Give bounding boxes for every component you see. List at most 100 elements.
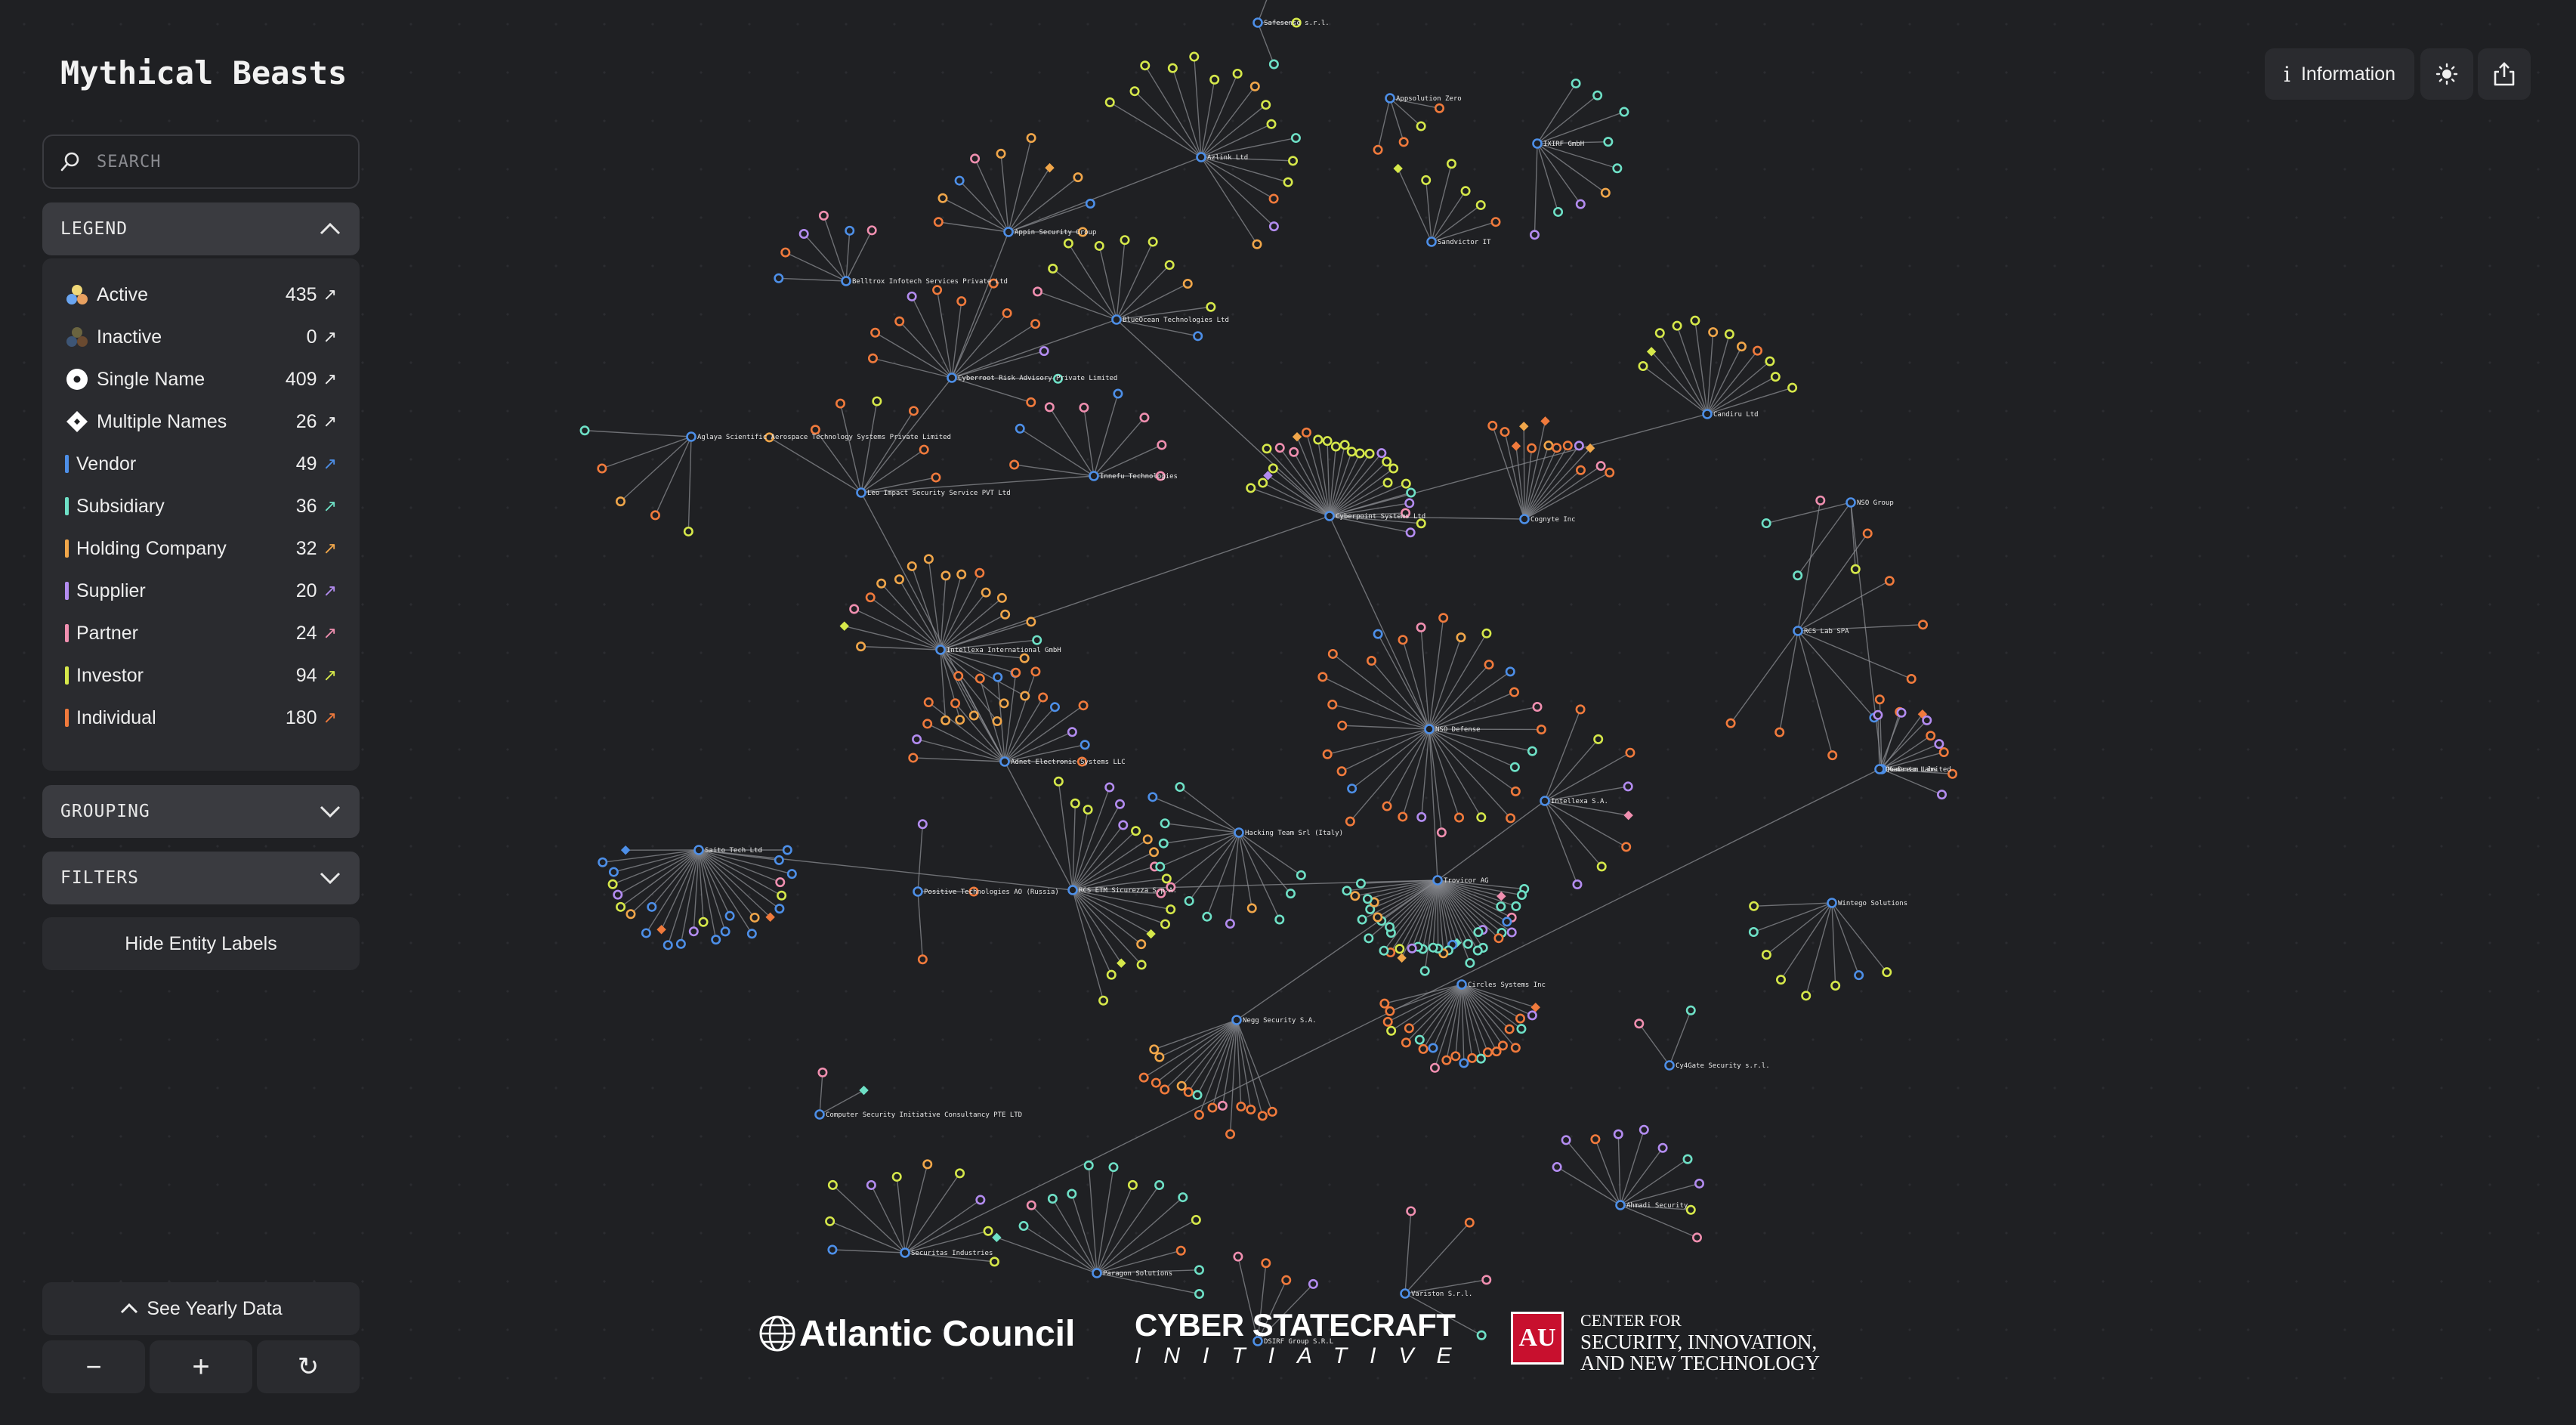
graph-node[interactable] xyxy=(650,510,660,521)
graph-node[interactable] xyxy=(1398,137,1409,147)
graph-node[interactable] xyxy=(1382,478,1393,488)
graph-node[interactable] xyxy=(1517,890,1527,901)
graph-node[interactable] xyxy=(992,716,1002,726)
graph-node[interactable] xyxy=(1189,51,1200,62)
graph-node[interactable] xyxy=(1401,1037,1411,1048)
graph-node[interactable] xyxy=(1424,724,1435,734)
graph-node[interactable] xyxy=(1191,1215,1201,1226)
graph-node[interactable] xyxy=(663,940,673,951)
graph-node[interactable] xyxy=(1026,617,1036,627)
share-button[interactable] xyxy=(2478,48,2531,100)
arrow-up-right-icon[interactable]: ↗ xyxy=(323,285,337,304)
graph-node[interactable] xyxy=(1596,861,1607,872)
graph-node[interactable] xyxy=(1083,1160,1094,1170)
graph-node-multiple-names[interactable] xyxy=(1511,441,1521,451)
graph-node[interactable] xyxy=(1156,888,1166,898)
graph-node[interactable] xyxy=(1044,402,1055,413)
filters-header[interactable]: FILTERS xyxy=(42,852,360,904)
graph-node[interactable] xyxy=(1281,1275,1292,1285)
graph-node[interactable] xyxy=(1536,725,1546,735)
graph-node[interactable] xyxy=(1346,447,1357,457)
graph-node-multiple-names[interactable] xyxy=(1623,810,1633,821)
graph-node[interactable] xyxy=(1313,434,1324,445)
graph-node[interactable] xyxy=(1532,701,1543,712)
graph-node[interactable] xyxy=(1379,945,1389,956)
graph-node[interactable] xyxy=(1113,388,1123,399)
graph-node[interactable] xyxy=(1111,314,1122,325)
legend-item-single-name[interactable]: Single Name 409 ↗ xyxy=(65,358,337,400)
graph-node[interactable] xyxy=(1182,279,1193,289)
graph-node[interactable] xyxy=(907,291,917,301)
graph-node[interactable] xyxy=(931,472,941,483)
arrow-up-right-icon[interactable]: ↗ xyxy=(323,708,337,727)
graph-node[interactable] xyxy=(1289,447,1299,457)
graph-node[interactable] xyxy=(1079,402,1089,413)
graph-node[interactable] xyxy=(1476,812,1487,823)
graph-node[interactable] xyxy=(1147,236,1158,247)
graph-node[interactable] xyxy=(867,353,878,363)
graph-node[interactable] xyxy=(1473,927,1484,938)
graph-node[interactable] xyxy=(1092,1268,1102,1278)
graph-node[interactable] xyxy=(1874,694,1885,705)
graph-node[interactable] xyxy=(894,316,905,326)
hide-entity-labels-button[interactable]: Hide Entity Labels xyxy=(42,917,360,970)
legend-item-subsidiary[interactable]: Subsidiary 36 ↗ xyxy=(65,485,337,527)
graph-node[interactable] xyxy=(597,463,607,474)
graph-node[interactable] xyxy=(1038,692,1049,703)
graph-node[interactable] xyxy=(1475,199,1486,210)
graph-node[interactable] xyxy=(1339,440,1350,450)
graph-node-multiple-names[interactable] xyxy=(1045,162,1055,173)
information-button[interactable]: i Information xyxy=(2265,48,2414,100)
graph-node[interactable] xyxy=(1428,1043,1438,1053)
graph-node-multiple-names[interactable] xyxy=(1646,347,1657,357)
graph-node[interactable] xyxy=(1367,655,1377,666)
graph-node[interactable] xyxy=(1106,969,1117,980)
graph-node[interactable] xyxy=(683,526,693,536)
graph-node[interactable] xyxy=(1497,1040,1508,1051)
graph-node[interactable] xyxy=(1516,1024,1527,1034)
graph-node[interactable] xyxy=(1506,927,1517,938)
graph-node[interactable] xyxy=(1296,870,1306,880)
graph-node[interactable] xyxy=(1884,576,1895,586)
graph-node[interactable] xyxy=(1373,629,1383,639)
graph-node[interactable] xyxy=(1509,762,1520,772)
graph-node[interactable] xyxy=(1354,448,1365,459)
graph-node[interactable] xyxy=(1067,727,1077,737)
graph-node[interactable] xyxy=(1385,922,1395,932)
graph-node[interactable] xyxy=(1196,152,1206,162)
graph-node[interactable] xyxy=(1682,1154,1693,1164)
graph-node[interactable] xyxy=(907,561,917,571)
graph-node[interactable] xyxy=(968,886,979,897)
graph-node[interactable] xyxy=(872,396,882,406)
legend-item-vendor[interactable]: Vendor 49 ↗ xyxy=(65,443,337,485)
graph-node[interactable] xyxy=(1625,747,1635,758)
graph-node[interactable] xyxy=(1026,133,1036,144)
graph-node[interactable] xyxy=(1176,1080,1187,1091)
graph-node[interactable] xyxy=(1140,60,1151,71)
graph-node[interactable] xyxy=(1067,885,1078,895)
graph-node[interactable] xyxy=(1350,891,1361,901)
graph-node[interactable] xyxy=(1465,957,1475,968)
graph-node[interactable] xyxy=(1194,1265,1204,1275)
graph-node[interactable] xyxy=(1385,1006,1395,1016)
arrow-up-right-icon[interactable]: ↗ xyxy=(323,539,337,558)
graph-node[interactable] xyxy=(866,1179,876,1190)
graph-node[interactable] xyxy=(1138,1072,1149,1083)
graph-node[interactable] xyxy=(1147,792,1158,802)
graph-node[interactable] xyxy=(1342,886,1352,896)
graph-node[interactable] xyxy=(1776,975,1787,985)
graph-node[interactable] xyxy=(775,877,786,888)
graph-node[interactable] xyxy=(1922,715,1932,725)
graph-node[interactable] xyxy=(1127,1179,1138,1190)
graph-node[interactable] xyxy=(579,425,590,436)
graph-node[interactable] xyxy=(1357,914,1367,925)
graph-node[interactable] xyxy=(922,1159,933,1170)
graph-node[interactable] xyxy=(1382,1016,1393,1027)
graph-node[interactable] xyxy=(1603,137,1614,147)
graph-node[interactable] xyxy=(1404,1023,1414,1034)
graph-node[interactable] xyxy=(1385,93,1395,104)
graph-node[interactable] xyxy=(1491,1046,1502,1057)
graph-node[interactable] xyxy=(1456,979,1467,990)
graph-node[interactable] xyxy=(993,672,1003,682)
